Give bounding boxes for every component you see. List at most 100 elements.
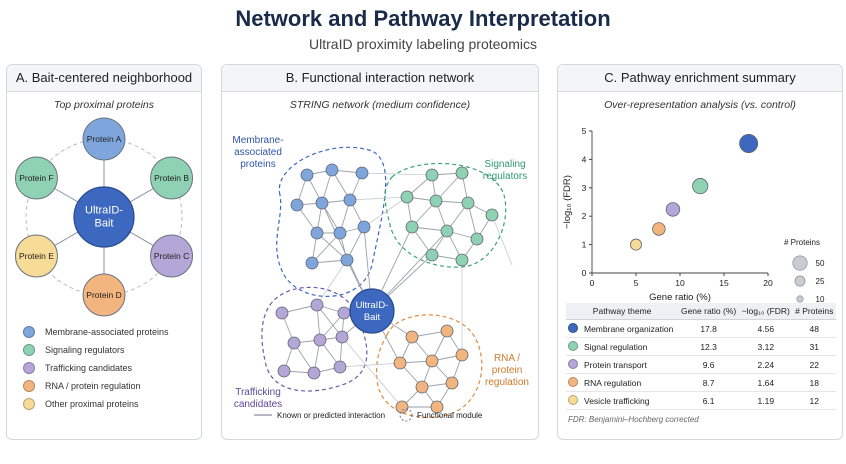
size-legend-bubble — [792, 255, 808, 271]
interaction-edge — [316, 304, 343, 338]
legend-label: Trafficking candidates — [45, 363, 133, 373]
bait-node — [73, 186, 135, 248]
pathway-theme-cell: Vesicle trafficking — [566, 391, 679, 410]
panel-b-heading: B. Functional interaction network — [222, 65, 538, 92]
rna-node — [405, 330, 419, 344]
pathway-color-dot — [568, 377, 578, 387]
page-subtitle: UltraID proximity labeling proteomics — [309, 36, 537, 52]
module-signaling — [384, 162, 507, 268]
module-rna — [375, 314, 483, 418]
trafficking-node — [310, 298, 324, 312]
protein-node — [14, 156, 58, 200]
rna-node — [395, 400, 409, 414]
gene-ratio-cell: 9.6 — [678, 355, 740, 374]
legend-swatch — [23, 380, 35, 392]
pathway-theme-label: RNA regulation — [584, 378, 642, 388]
y-tick-label: 1 — [582, 240, 587, 250]
legend-label: Membrane-associated proteins — [45, 327, 169, 337]
fdr-cell: 3.12 — [739, 337, 793, 356]
size-legend-value: 10 — [816, 295, 825, 304]
membrane-node — [355, 166, 369, 180]
protein-node — [14, 234, 58, 278]
rna-node — [430, 400, 444, 414]
protein-label: Protein F — [19, 173, 54, 183]
rna-node — [425, 354, 439, 368]
interaction-edge — [361, 172, 433, 176]
y-tick-label: 5 — [582, 126, 587, 136]
protein-count-cell: 12 — [792, 391, 836, 410]
signaling-node — [400, 190, 414, 204]
y-tick-label: 3 — [582, 183, 587, 193]
panel-c-subheading: Over-representation analysis (vs. contro… — [604, 99, 796, 111]
rna-node — [455, 348, 469, 362]
membrane-node — [290, 198, 304, 212]
fdr-cell: 4.56 — [739, 319, 793, 338]
legend-item: Other proximal proteins — [23, 395, 169, 413]
legend-edge-label: Known or predicted interaction — [277, 411, 385, 420]
pathway-theme-cell: Protein transport — [566, 355, 679, 374]
pathway-color-dot — [568, 341, 578, 351]
membrane-node — [357, 220, 371, 234]
interaction-edge — [339, 362, 401, 368]
membrane-node — [310, 226, 324, 240]
legend-swatch — [23, 326, 35, 338]
pathway-color-dot — [568, 323, 578, 333]
legend-swatch — [23, 344, 35, 356]
interaction-edge — [316, 259, 348, 306]
membrane-node — [325, 163, 339, 177]
x-tick-label: 0 — [590, 278, 595, 288]
page-title: Network and Pathway Interpretation — [235, 6, 611, 31]
size-legend-value: 50 — [816, 259, 825, 268]
module-trafficking — [261, 286, 368, 392]
trafficking-node — [337, 306, 351, 320]
y-tick-label: 2 — [582, 211, 587, 221]
size-legend-bubble — [794, 275, 806, 287]
col-gene-ratio: Gene ratio (%) — [678, 303, 740, 320]
protein-count-cell: 22 — [792, 355, 836, 374]
x-axis-label: Gene ratio (%) — [649, 292, 711, 303]
protein-label: Protein E — [19, 251, 54, 261]
enrichment-point — [739, 134, 759, 153]
signaling-node — [440, 224, 454, 238]
protein-node — [82, 117, 126, 161]
legend-label: RNA / protein regulation — [45, 381, 141, 391]
enrichment-table: Pathway theme Gene ratio (%) −log₁₀ (FDR… — [566, 303, 836, 410]
gene-ratio-cell: 8.7 — [678, 373, 740, 392]
rna-node — [415, 380, 429, 394]
panel-bait-neighborhood: A. Bait-centered neighborhood Top proxim… — [6, 64, 202, 440]
y-axis-label: −log₁₀ (FDR) — [562, 175, 573, 229]
pathway-theme-label: Signal regulation — [584, 342, 648, 352]
size-legend-bubble — [796, 295, 804, 303]
trafficking-node — [287, 336, 301, 350]
fdr-cell: 1.64 — [739, 373, 793, 392]
protein-count-cell: 48 — [792, 319, 836, 338]
protein-count-cell: 18 — [792, 373, 836, 392]
gene-ratio-cell: 17.8 — [678, 319, 740, 338]
legend-item: RNA / protein regulation — [23, 377, 169, 395]
pathway-color-dot — [568, 359, 578, 369]
legend-label: Other proximal proteins — [45, 399, 139, 409]
protein-count-cell: 31 — [792, 337, 836, 356]
legend-item: Signaling regulators — [23, 341, 169, 359]
enrichment-point — [652, 222, 666, 236]
rna-node — [445, 376, 459, 390]
interaction-edge — [363, 196, 408, 228]
protein-label: Protein D — [86, 290, 121, 300]
bait-node — [349, 288, 395, 334]
signaling-node — [405, 220, 419, 234]
signaling-node — [425, 248, 439, 262]
pathway-theme-label: Vesicle trafficking — [584, 396, 650, 406]
x-tick-label: 10 — [675, 278, 685, 288]
fdr-footnote: FDR: Benjamini–Hochberg corrected — [568, 415, 699, 424]
x-tick-label: 15 — [719, 278, 729, 288]
signaling-node — [461, 196, 475, 210]
signaling-node — [425, 168, 439, 182]
membrane-node — [300, 168, 314, 182]
